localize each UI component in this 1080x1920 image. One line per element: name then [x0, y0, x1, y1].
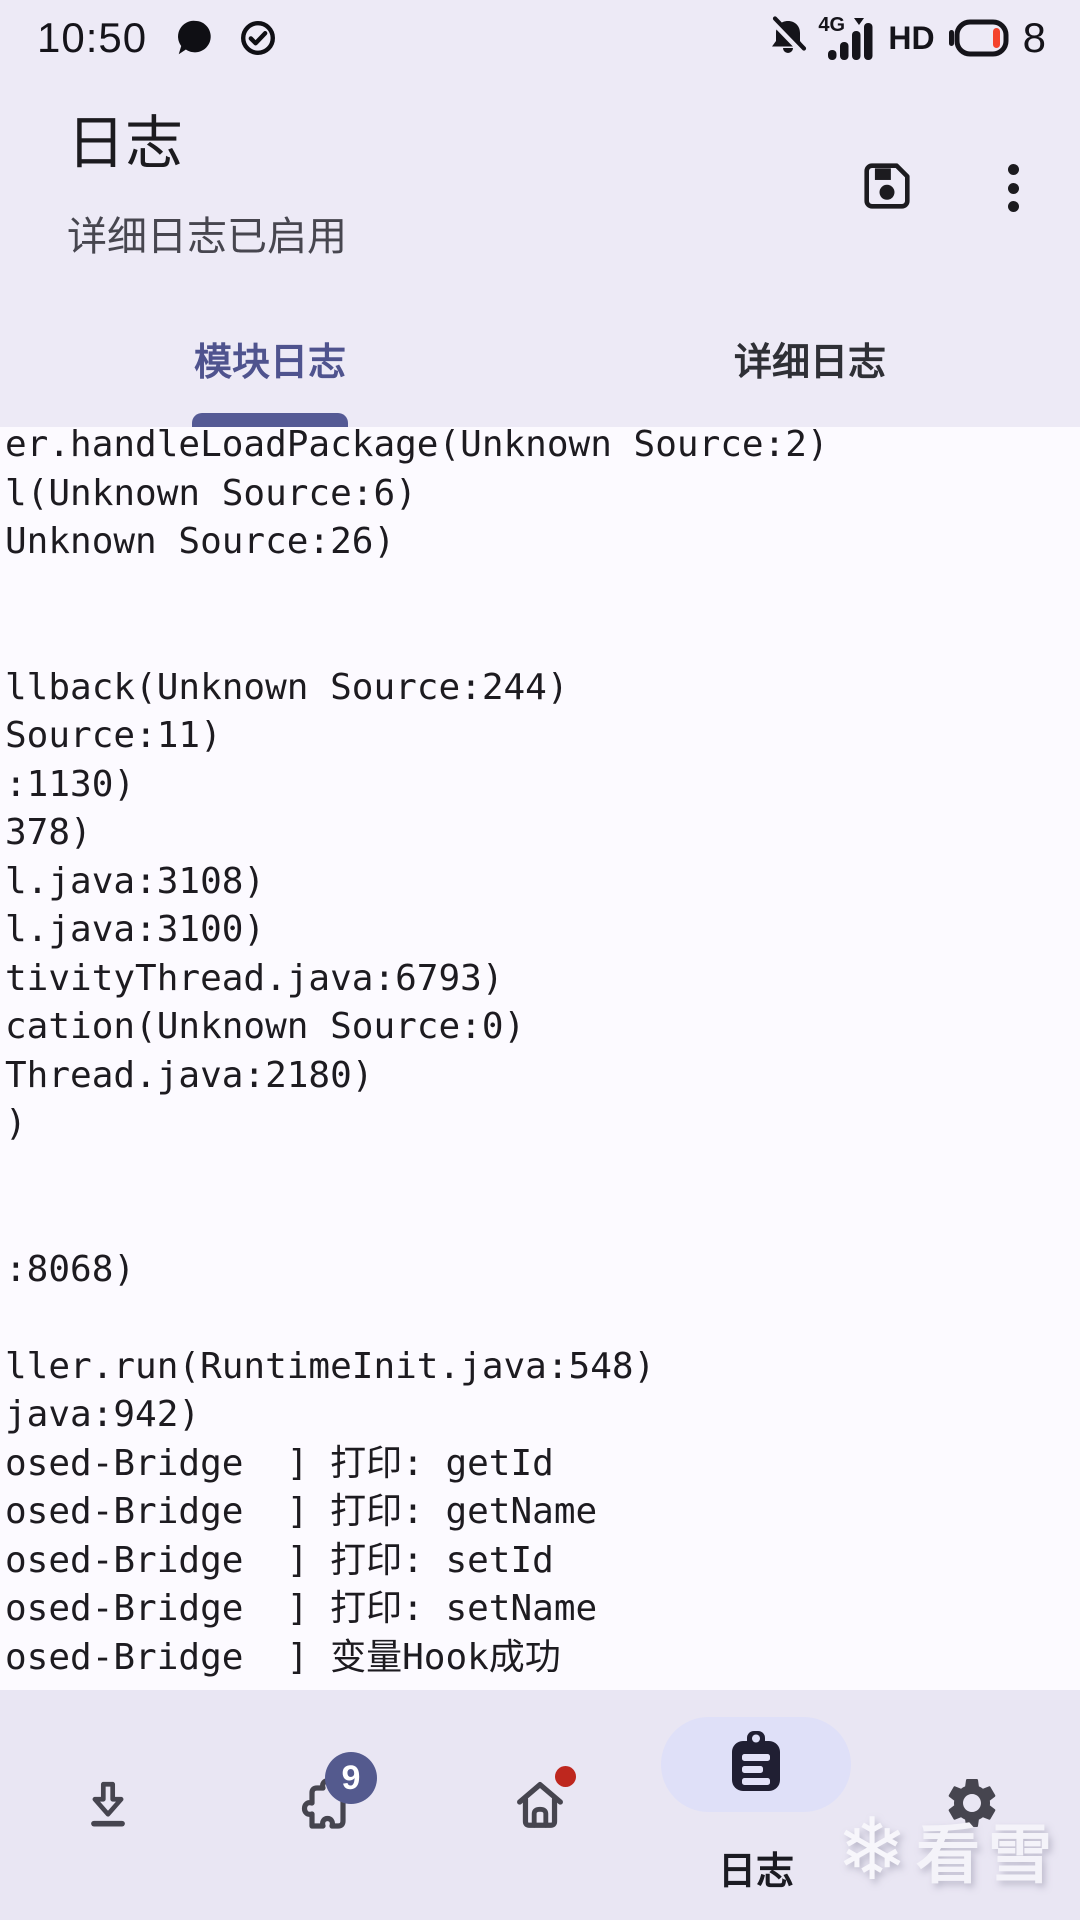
battery-percent: 8 — [1022, 14, 1046, 61]
battery-icon — [948, 18, 1009, 58]
gear-icon — [942, 1773, 1002, 1838]
network-type-label: 4G — [818, 14, 846, 36]
page-subtitle: 详细日志已启用 — [67, 215, 347, 259]
logs-clipboard-icon — [726, 1729, 786, 1800]
hd-volte-icon: HD — [888, 19, 935, 56]
nav-item-logs[interactable]: 日志 — [648, 1690, 864, 1920]
chat-notification-icon — [173, 16, 215, 60]
more-options-button[interactable] — [992, 158, 1034, 218]
log-tabs: 模块日志 详细日志 — [0, 290, 1080, 427]
mute-bell-icon — [768, 16, 808, 60]
modules-badge: 9 — [325, 1752, 377, 1804]
save-log-button[interactable] — [854, 155, 920, 221]
nav-label-logs: 日志 — [717, 1851, 794, 1893]
download-icon — [78, 1773, 138, 1838]
home-icon — [509, 1772, 571, 1839]
top-app-bar: 10:50 4G — [0, 0, 1080, 427]
nav-item-settings[interactable] — [864, 1690, 1080, 1920]
nav-item-downloads[interactable] — [0, 1690, 216, 1920]
home-notification-dot — [555, 1766, 576, 1787]
active-nav-pill — [661, 1717, 851, 1812]
bottom-navigation: 9 — [0, 1690, 1080, 1920]
tab-module-log[interactable]: 模块日志 — [193, 342, 346, 384]
active-tab-indicator — [192, 413, 348, 427]
kebab-menu-icon — [1007, 164, 1019, 175]
nav-item-home[interactable] — [432, 1690, 648, 1920]
log-scroll-area[interactable]: er.handleLoadPackage(Unknown Source:2) l… — [0, 427, 1080, 1690]
clock: 10:50 — [37, 14, 148, 61]
nav-item-modules[interactable]: 9 — [216, 1690, 432, 1920]
check-circle-icon — [237, 16, 279, 60]
page-title: 日志 — [67, 111, 184, 176]
save-icon — [858, 157, 916, 220]
signal-strength-icon: 4G — [818, 14, 874, 60]
status-bar: 10:50 4G — [0, 0, 1080, 76]
log-text[interactable]: er.handleLoadPackage(Unknown Source:2) l… — [5, 427, 829, 1678]
tab-verbose-log[interactable]: 详细日志 — [733, 342, 886, 384]
